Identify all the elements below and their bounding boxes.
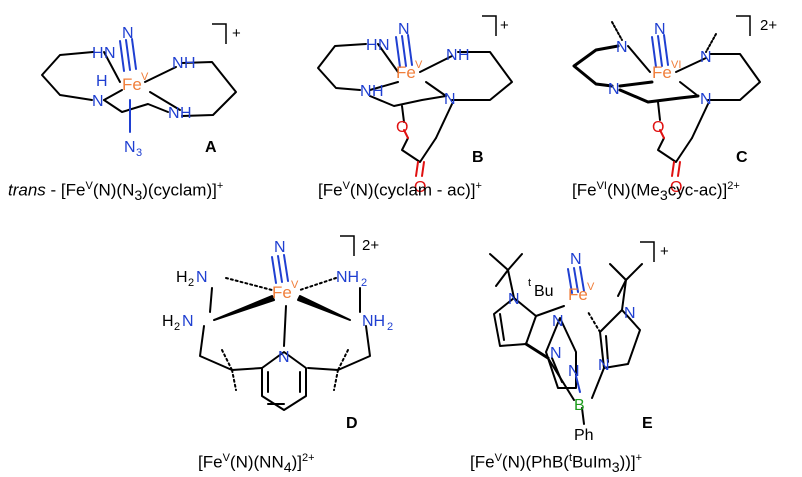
amine-n: N [360,83,372,100]
azide-subscript: 3 [136,147,142,159]
amine-subscript: 2 [188,277,194,289]
iron-atom: Fe [122,75,142,94]
imidazole-n: N [552,313,564,330]
amine-n: N [700,91,712,108]
nitride-n: N [570,251,582,268]
ester-o: O [396,119,408,136]
amine-h: H [366,37,378,54]
amine-n: N [104,45,116,62]
amine-h: H [458,47,470,64]
amine-n: N [182,313,194,330]
caption-b: [FeV(N)(cyclam - ac)]+ [318,180,482,200]
phenyl-group: Ph [574,427,594,444]
nitride-n: N [122,25,134,42]
amine-n: N [196,269,208,286]
amine-n: N [92,93,104,110]
iron-atom: Fe [652,63,672,82]
pyridine-n: N [278,349,290,366]
oxidation-state: V [291,279,299,291]
structure-label-e: E [642,415,653,432]
structure-a-atoms: N H N N H H N N H Fe V N 3 A + [92,25,241,159]
amine-n: N [378,37,390,54]
amine-h: H [162,313,174,330]
structure-label-a: A [205,139,217,156]
iron-atom: Fe [568,285,588,304]
amine-subscript: 2 [387,321,393,333]
tbu-superscript: t [528,277,531,289]
charge-d: 2+ [362,237,379,254]
imidazole-n: N [508,291,520,308]
structure-label-c: C [736,149,748,166]
iron-atom: Fe [396,63,416,82]
amine-n: N [608,81,620,98]
structure-label-b: B [472,149,484,166]
structure-c-atoms: N N N N N Fe VI O O C 2+ [608,17,777,196]
structure-label-d: D [346,415,358,432]
carbonyl-o: O [670,179,682,196]
amine-h: H [372,83,384,100]
nitride-n: N [398,21,410,38]
charge-c: 2+ [760,17,777,34]
imidazole-n: N [598,357,610,374]
caption-e: [FeV(N)(PhB(tBuIm3))]+ [470,452,643,477]
imidazole-n: N [568,363,580,380]
amine-subscript: 2 [361,277,367,289]
imidazole-n: N [624,305,636,322]
structure-e-atoms: N t Bu N N N N N N Fe V B Ph E + [508,243,669,444]
structure-a [41,38,237,133]
caption-c: [FeVI(N)(Me3cyc-ac)]2+ [572,180,740,205]
boron-atom: B [574,397,585,414]
amine-n: N [444,91,456,108]
caption-d: [FeV(N)(NN4)]2+ [198,452,315,477]
amine-n: N [172,55,184,72]
amine-nh: NH [362,313,385,330]
imidazole-n: N [550,345,562,362]
amine-n: N [168,105,180,122]
oxidation-state: V [141,71,149,83]
azide-n: N [124,139,136,156]
amine-subscript: 2 [174,321,180,333]
structure-d [199,254,371,411]
oxidation-state: V [415,59,423,71]
nitride-n: N [274,239,286,256]
tbu-group: Bu [534,283,554,300]
nitride-n: N [654,21,666,38]
oxidation-state: VI [671,59,681,71]
amine-n: N [446,47,458,64]
structure-e [489,253,643,425]
amine-n: N [616,39,628,56]
amine-h: H [96,73,108,90]
carbonyl-o: O [414,179,426,196]
charge-e: + [660,243,669,260]
amine-h: H [92,45,104,62]
amine-nh: NH [336,269,359,286]
structure-b [317,34,513,177]
ester-o: O [652,119,664,136]
oxidation-state: V [587,281,595,293]
charge-a: + [232,25,241,42]
structure-d-atoms: N H 2 N NH 2 H 2 N NH 2 Fe V N D 2+ [162,237,393,432]
amine-h: H [180,105,192,122]
amine-n: N [700,49,712,66]
iron-atom: Fe [272,283,292,302]
structure-c [572,21,761,177]
structure-b-atoms: N H N N H N H N Fe V O O B + [360,17,509,196]
amine-h: H [184,55,196,72]
charge-b: + [500,17,509,34]
caption-a: trans - [FeV(N)(N3)(cyclam)]+ [8,180,224,205]
amine-h: H [176,269,188,286]
